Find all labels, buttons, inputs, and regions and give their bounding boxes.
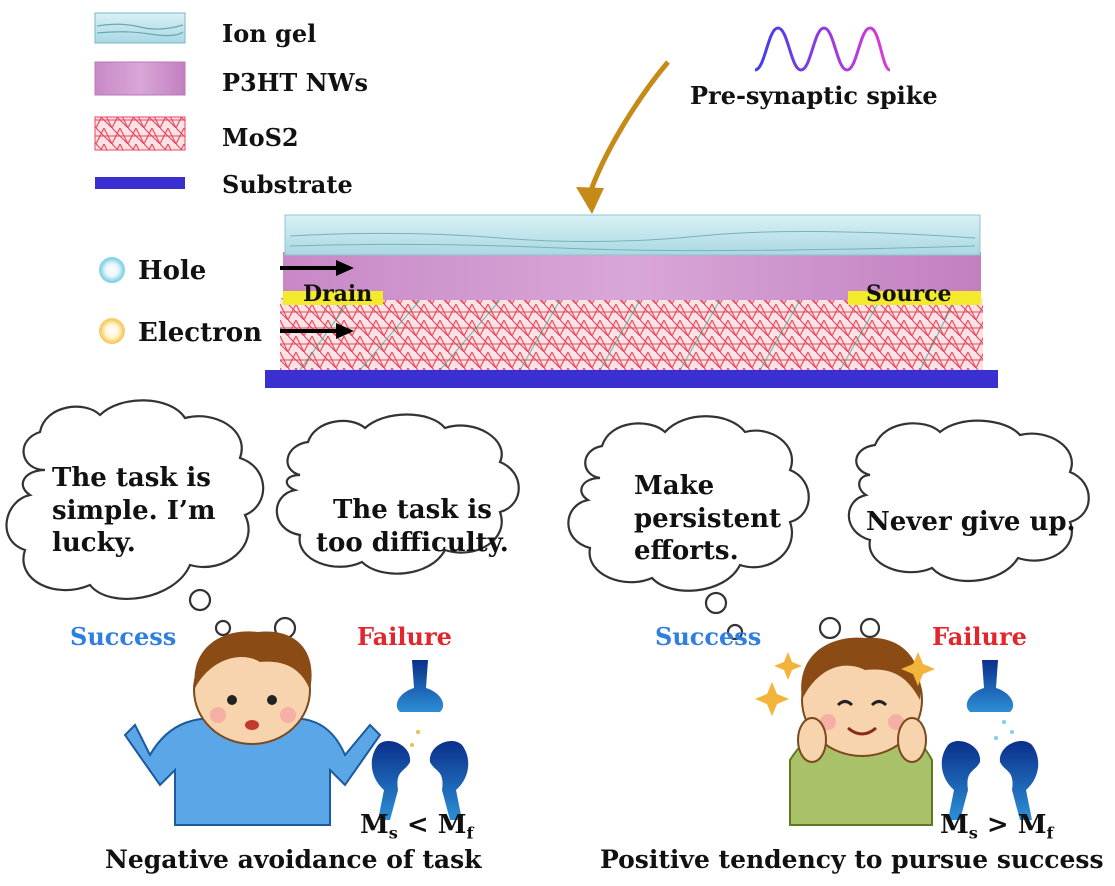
legend-swatch-p3ht — [94, 61, 186, 96]
electron-injection-arrow — [280, 323, 354, 339]
device-stack — [265, 214, 998, 388]
hole-injection-arrow — [280, 260, 354, 276]
synapse-icon-left — [371, 660, 469, 820]
legend-swatch-mos2 — [94, 116, 186, 151]
spike-waveform — [754, 26, 891, 72]
stimulus-arrow — [576, 60, 670, 214]
thought-bubble-right-1 — [567, 415, 810, 592]
legend-label-p3ht: P3HT NWs — [222, 68, 369, 97]
synapse-icon-right — [941, 660, 1039, 820]
hole-marker — [99, 257, 125, 283]
electron-marker — [99, 318, 125, 344]
legend-label-substrate: Substrate — [222, 170, 353, 199]
success-label-left: Success — [70, 622, 177, 651]
thought-bubble-right-2 — [847, 419, 1090, 583]
thought-bubble-left-1 — [5, 399, 265, 600]
motive-relation-left: Ms < Mf — [360, 810, 474, 843]
thought-text-left-1: The task is simple. I’m lucky. — [52, 463, 216, 558]
motive-relation-right: Ms > Mf — [940, 810, 1054, 843]
thought-bubble-left-2 — [275, 413, 520, 575]
failure-label-left: Failure — [357, 622, 452, 651]
success-label-right: Success — [655, 622, 762, 651]
drain-label: Drain — [303, 281, 373, 307]
substrate-layer — [265, 370, 998, 388]
thought-text-right-1: Make persistent efforts. — [634, 471, 782, 566]
thought-text-left-2: The task is too difficulty. — [316, 495, 509, 558]
electron-label: Electron — [138, 318, 263, 348]
spike-label: Pre-synaptic spike — [690, 81, 938, 110]
legend-label-ion-gel: Ion gel — [222, 19, 317, 48]
legend-label-mos2: MoS2 — [222, 123, 299, 152]
legend-swatch-ion-gel — [94, 12, 186, 44]
caption-right: Positive tendency to pursue success — [600, 845, 1104, 874]
source-label: Source — [866, 281, 952, 307]
failure-label-right: Failure — [932, 622, 1027, 651]
legend-swatch-substrate — [95, 177, 185, 189]
hole-label: Hole — [138, 256, 207, 286]
caption-left: Negative avoidance of task — [105, 845, 482, 874]
smiling-boy-illustration — [789, 637, 933, 826]
sparkle-icons — [755, 652, 935, 716]
source-electrode — [848, 291, 981, 305]
drain-electrode — [283, 291, 383, 305]
mos2-layer — [280, 298, 983, 370]
thought-text-right-2: Never give up. — [866, 507, 1076, 537]
worried-boy-illustration — [123, 631, 382, 826]
